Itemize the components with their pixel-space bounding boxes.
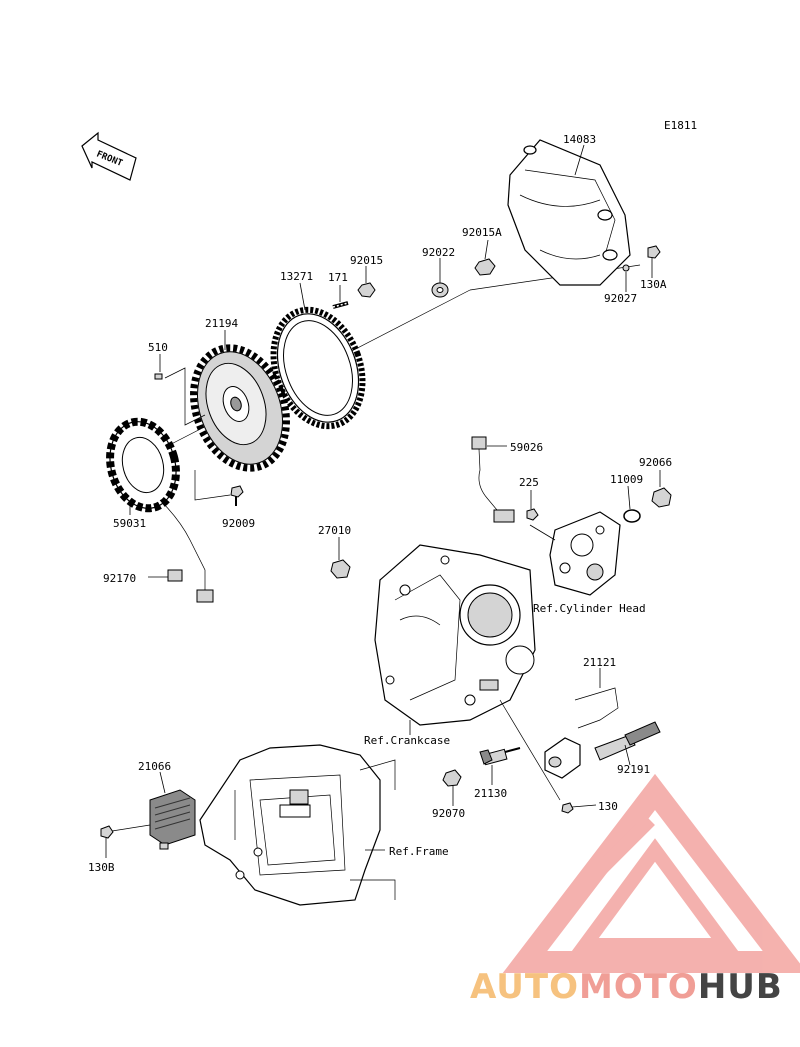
bolt-92009 xyxy=(230,485,244,506)
watermark-part-auto: AUTO xyxy=(470,967,579,1007)
crankcase xyxy=(374,544,536,726)
automotohub-watermark-logo xyxy=(502,773,800,973)
label-59026: 59026 xyxy=(510,441,543,454)
watermark-text: AUTOMOTOHUB xyxy=(470,967,783,1007)
stud-171 xyxy=(332,301,349,309)
bolt-130 xyxy=(561,802,597,814)
plug-92066 xyxy=(651,487,672,508)
generator-cover xyxy=(507,139,631,286)
ref-cylinder-head: Ref.Cylinder Head xyxy=(533,602,646,615)
nut-92015 xyxy=(357,282,376,298)
label-14083: 14083 xyxy=(563,133,596,146)
label-59031: 59031 xyxy=(113,517,146,530)
key-510 xyxy=(154,373,163,380)
label-92066: 92066 xyxy=(639,456,672,469)
gasket-11009 xyxy=(623,509,641,523)
bolt-225 xyxy=(526,508,539,521)
clamp-92170 xyxy=(167,569,183,582)
ignition-coil-axis xyxy=(499,699,561,801)
flywheel-21194 xyxy=(190,344,290,472)
label-92191: 92191 xyxy=(617,763,650,776)
diagram-code: E1811 xyxy=(664,119,697,132)
cylinder-head xyxy=(549,511,621,596)
watermark-part-hub: HUB xyxy=(698,967,783,1007)
label-130A: 130A xyxy=(640,278,667,291)
label-171: 171 xyxy=(328,271,348,284)
label-92015: 92015 xyxy=(350,254,383,267)
label-21194: 21194 xyxy=(205,317,238,330)
label-21066: 21066 xyxy=(138,760,171,773)
bolt-130a xyxy=(647,245,661,278)
label-13271: 13271 xyxy=(280,270,313,283)
label-510: 510 xyxy=(148,341,168,354)
nut-92015a xyxy=(474,258,496,276)
label-21121: 21121 xyxy=(583,656,616,669)
ignition-coil-21121 xyxy=(544,687,619,779)
frame xyxy=(199,744,396,906)
fitting-92070 xyxy=(442,769,462,787)
watermark-part-moto: MOTO xyxy=(579,967,698,1007)
ref-crankcase: Ref.Crankcase xyxy=(364,734,450,747)
label-21130: 21130 xyxy=(474,787,507,800)
label-27010: 27010 xyxy=(318,524,351,537)
label-92015A: 92015A xyxy=(462,226,502,239)
label-92022: 92022 xyxy=(422,246,455,259)
label-92070: 92070 xyxy=(432,807,465,820)
label-92027: 92027 xyxy=(604,292,637,305)
stator-59031 xyxy=(106,417,214,603)
label-92170: 92170 xyxy=(103,572,136,585)
front-arrow-icon: FRONT xyxy=(81,131,137,181)
ref-frame: Ref.Frame xyxy=(389,845,449,858)
spark-plug-21130 xyxy=(479,747,521,766)
sensor-59026 xyxy=(471,436,515,523)
bolt-130b xyxy=(100,825,114,839)
dowel-92027 xyxy=(622,264,630,272)
switch-27010 xyxy=(330,559,351,579)
regulator-21066 xyxy=(149,789,196,850)
label-130: 130 xyxy=(598,800,618,813)
label-11009: 11009 xyxy=(610,473,643,486)
label-130B: 130B xyxy=(88,861,115,874)
label-225: 225 xyxy=(519,476,539,489)
label-92009: 92009 xyxy=(222,517,255,530)
plug-cap-92191 xyxy=(594,721,661,761)
